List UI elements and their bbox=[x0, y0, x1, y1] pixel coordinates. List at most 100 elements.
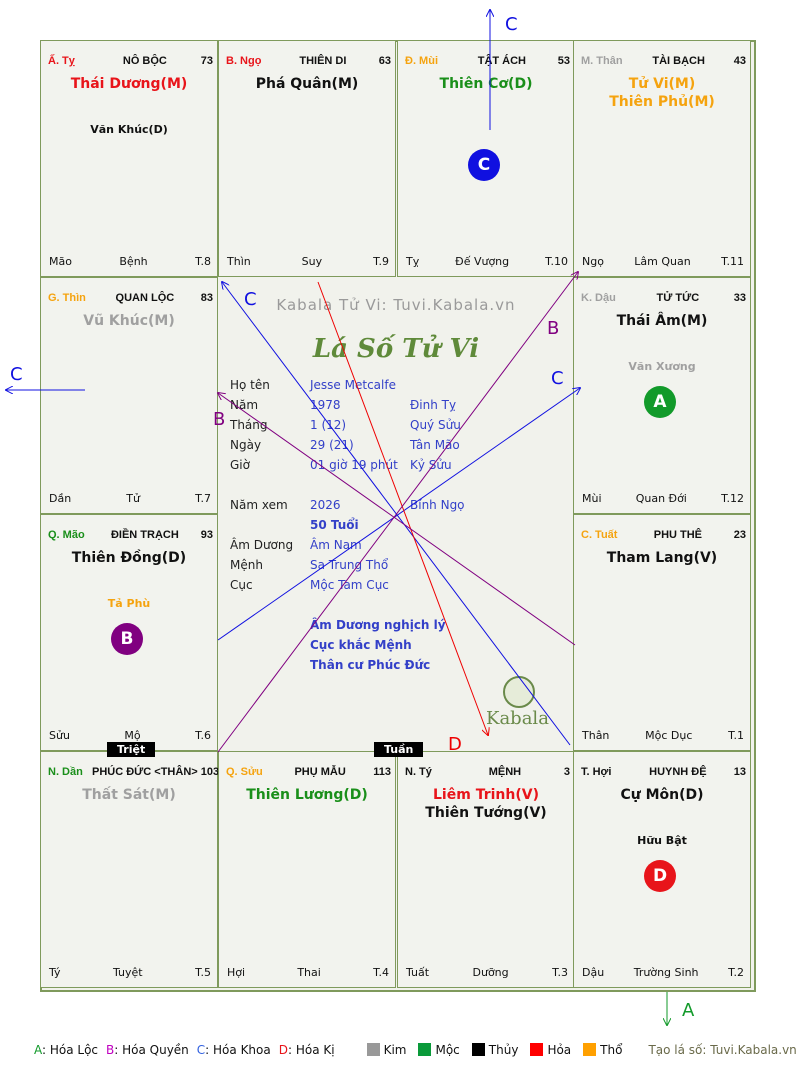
legend-hoa: D: Hóa Kị bbox=[279, 1043, 335, 1057]
trang-sinh: Lâm Quan bbox=[634, 255, 691, 268]
palace-footer: Sửu Mộ T.6 bbox=[49, 729, 211, 742]
major-stars: Cự Môn(D) bbox=[574, 786, 750, 804]
palace-name: QUAN LỘC bbox=[115, 292, 175, 304]
legend-element: Kim bbox=[366, 1043, 407, 1057]
palace-name: TÀI BẠCH bbox=[652, 55, 705, 67]
info-value: 29 (21) bbox=[310, 438, 354, 452]
credit: Tạo lá số: Tuvi.Kabala.vn bbox=[648, 1043, 796, 1057]
major-stars: Tử Vi(M) Thiên Phủ(M) bbox=[574, 75, 750, 111]
palace-header: G. Thìn QUAN LỘC 83 bbox=[48, 292, 213, 304]
major-star: Thái Dương(M) bbox=[70, 76, 188, 92]
info-label: Năm bbox=[230, 398, 259, 412]
trang-sinh: Dưỡng bbox=[472, 966, 509, 979]
info-label: Ngày bbox=[230, 438, 262, 452]
legend-hoa-key: B bbox=[106, 1043, 115, 1057]
palace-footer: Tuất Dưỡng T.3 bbox=[406, 966, 568, 979]
palace-name: MỆNH bbox=[488, 766, 522, 778]
palace-header: Ấ. Tỵ NÔ BỘC 73 bbox=[48, 55, 213, 67]
major-stars: Thiên Lương(D) bbox=[219, 786, 395, 804]
palace-cell[interactable]: Q. Sửu PHỤ MẪU 113 Thiên Lương(D) Hợi Th… bbox=[218, 751, 396, 988]
major-star: Tử Vi(M) bbox=[628, 76, 696, 92]
tu-hoa-badge: B bbox=[111, 623, 143, 655]
palace-name: PHÚC ĐỨC <THÂN> bbox=[92, 766, 198, 778]
trang-sinh: Thai bbox=[297, 966, 321, 979]
palace-name: PHU THÊ bbox=[653, 529, 703, 541]
legend-element-label: Thủy bbox=[488, 1043, 519, 1057]
major-star: Thiên Cơ(D) bbox=[439, 76, 533, 92]
month: T.12 bbox=[721, 492, 744, 505]
info-canchi: Tân Mão bbox=[410, 438, 460, 452]
legend-hoa-label: : Hóa Kị bbox=[287, 1043, 335, 1057]
palace-cell[interactable]: Ấ. Tỵ NÔ BỘC 73 Thái Dương(M)Văn Khúc(D)… bbox=[40, 40, 218, 277]
major-star: Tham Lang(V) bbox=[606, 550, 718, 566]
arrow-label-c: C bbox=[505, 14, 518, 35]
can-chi: M. Thân bbox=[581, 55, 623, 67]
horoscope-chart: Ấ. Tỵ NÔ BỘC 73 Thái Dương(M)Văn Khúc(D)… bbox=[40, 40, 756, 992]
major-stars: Thất Sát(M) bbox=[41, 786, 217, 804]
info-value: 1 (12) bbox=[310, 418, 347, 432]
branch: Thân bbox=[582, 729, 610, 742]
dai-han-age: 73 bbox=[200, 55, 213, 67]
month: T.6 bbox=[195, 729, 211, 742]
can-chi: C. Tuất bbox=[581, 529, 618, 541]
legend-hoa: B: Hóa Quyền bbox=[106, 1043, 189, 1057]
info-label: Âm Dương bbox=[230, 538, 294, 552]
palace-header: C. Tuất PHU THÊ 23 bbox=[581, 529, 746, 541]
dai-han-age: 3 bbox=[563, 766, 570, 778]
legend-swatch bbox=[418, 1043, 432, 1056]
palace-cell[interactable]: N. Dần PHÚC ĐỨC <THÂN> 103 Thất Sát(M) T… bbox=[40, 751, 219, 988]
palace-cell[interactable]: C. Tuất PHU THÊ 23 Tham Lang(V) Thân Mộc… bbox=[573, 514, 751, 751]
can-chi: G. Thìn bbox=[48, 292, 86, 304]
legend-swatch bbox=[583, 1043, 597, 1056]
palace-footer: Dậu Trường Sinh T.2 bbox=[582, 966, 744, 979]
month: T.5 bbox=[195, 966, 211, 979]
major-stars: Thái Dương(M) bbox=[41, 75, 217, 93]
dai-han-age: 83 bbox=[200, 292, 213, 304]
palace-name: NÔ BỘC bbox=[122, 55, 167, 67]
legend-swatch bbox=[471, 1043, 485, 1056]
month: T.10 bbox=[545, 255, 568, 268]
palace-cell[interactable]: B. Ngọ THIÊN DI 63 Phá Quân(M) Thìn Suy … bbox=[218, 40, 396, 277]
minor-star: Hữu Bật bbox=[637, 834, 687, 847]
tu-hoa-badge: A bbox=[644, 386, 676, 418]
info-value: Âm Nam bbox=[310, 538, 362, 552]
info-value: 01 giờ 19 phút bbox=[310, 458, 398, 472]
site-title: Kabala Tử Vi: Tuvi.Kabala.vn bbox=[276, 296, 516, 314]
can-chi: Q. Sửu bbox=[226, 766, 263, 778]
dai-han-age: 63 bbox=[378, 55, 391, 67]
trang-sinh: Suy bbox=[301, 255, 323, 268]
legend-hoa-key: A bbox=[34, 1043, 42, 1057]
palace-footer: Mão Bệnh T.8 bbox=[49, 255, 211, 268]
branch: Tuất bbox=[406, 966, 430, 979]
palace-cell[interactable]: M. Thân TÀI BẠCH 43 Tử Vi(M)Thiên Phủ(M)… bbox=[573, 40, 751, 277]
legend-hoa-label: : Hóa Khoa bbox=[205, 1043, 271, 1057]
palace-cell[interactable]: Đ. Mùi TẬT ÁCH 53 Thiên Cơ(D)C Tỵ Đế Vượ… bbox=[397, 40, 575, 277]
month: T.3 bbox=[552, 966, 568, 979]
major-star: Thái Âm(M) bbox=[616, 313, 708, 329]
info-value: 1978 bbox=[310, 398, 341, 412]
major-star: Thiên Phủ(M) bbox=[609, 94, 715, 110]
kabala-logo: Kabala bbox=[486, 708, 549, 729]
palace-header: N. Tý MỆNH 3 bbox=[405, 766, 570, 778]
tu-hoa-badge: C bbox=[468, 149, 500, 181]
legend-hoa-key: D bbox=[278, 1043, 288, 1057]
dai-han-age: 33 bbox=[733, 292, 746, 304]
palace-cell[interactable]: Q. Mão ĐIỀN TRẠCH 93 Thiên Đồng(D)Tả Phù… bbox=[40, 514, 218, 751]
dai-han-age: 93 bbox=[200, 529, 213, 541]
dai-han-age: 113 bbox=[373, 766, 391, 778]
legend-hoa: A: Hóa Lộc bbox=[34, 1043, 98, 1057]
palace-cell[interactable]: G. Thìn QUAN LỘC 83 Vũ Khúc(M) Dần Tử T.… bbox=[40, 277, 218, 514]
palace-cell[interactable]: N. Tý MỆNH 3 Liêm Trinh(V)Thiên Tướng(V)… bbox=[397, 751, 575, 988]
legend-element-label: Kim bbox=[383, 1043, 407, 1057]
palace-footer: Dần Tử T.7 bbox=[49, 492, 211, 505]
palace-header: T. Hợi HUYNH ĐỆ 13 bbox=[581, 766, 746, 778]
major-stars: Thiên Cơ(D) bbox=[398, 75, 574, 93]
minor-star: Văn Xương bbox=[628, 360, 696, 373]
info-label: Năm xem bbox=[230, 498, 288, 512]
major-star: Liêm Trinh(V) bbox=[433, 787, 539, 803]
branch: Tỵ bbox=[406, 255, 420, 268]
legend-element: Hỏa bbox=[530, 1043, 571, 1057]
